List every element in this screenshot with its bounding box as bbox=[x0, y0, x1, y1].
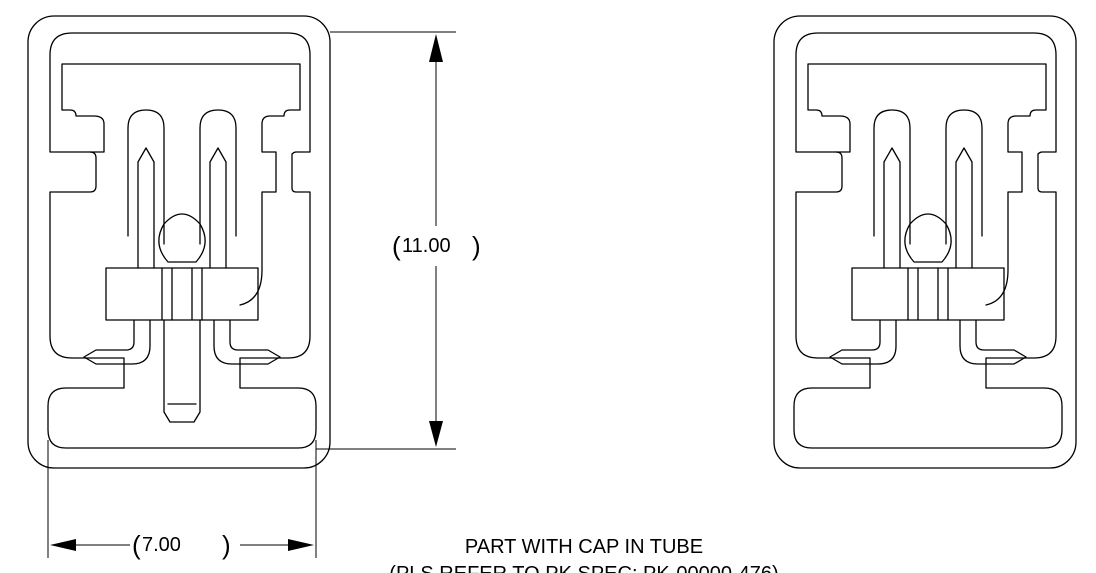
width-dimension: ( 7.00 ) bbox=[47, 440, 317, 560]
width-dimension-label: 7.00 bbox=[142, 534, 181, 556]
protruding-pin bbox=[163, 319, 201, 423]
width-open-paren: ( bbox=[132, 530, 141, 560]
left-tube-view bbox=[27, 15, 331, 469]
height-open-paren: ( bbox=[392, 231, 401, 261]
arrow-left-icon bbox=[50, 539, 76, 551]
arrow-up-icon bbox=[429, 34, 443, 62]
right-tube-view bbox=[773, 15, 1077, 469]
arrow-down-icon bbox=[429, 421, 443, 447]
width-close-paren: ) bbox=[222, 530, 231, 560]
height-dimension-label: 11.00 bbox=[402, 235, 451, 257]
height-close-paren: ) bbox=[472, 231, 481, 261]
note-line-2: (PLS REFER TO PK SPEC: PK-00000-476) bbox=[389, 563, 778, 573]
height-dimension: ( 11.00 ) bbox=[316, 31, 481, 450]
arrow-right-icon bbox=[288, 539, 314, 551]
note-line-1: PART WITH CAP IN TUBE bbox=[465, 536, 703, 558]
